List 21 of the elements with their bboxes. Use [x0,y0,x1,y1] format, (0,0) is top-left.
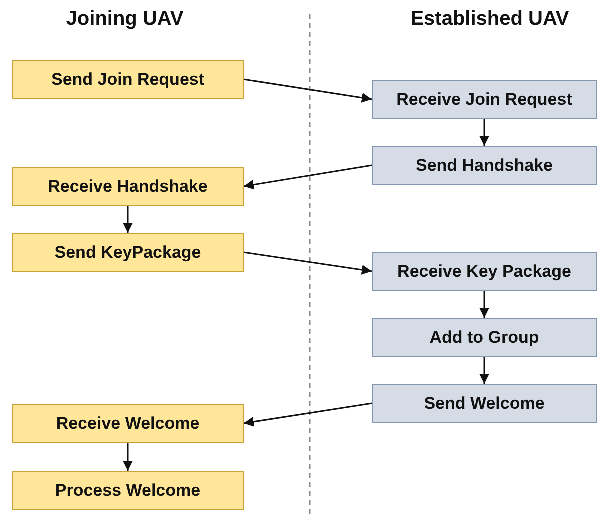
column-heading: Established UAV [410,8,570,31]
arrow [480,119,490,146]
arrow [480,357,490,384]
arrow [244,164,372,190]
arrow [244,402,372,427]
process-box: Receive Join Request [372,80,597,119]
process-box: Send Welcome [372,384,597,423]
process-box: Receive Key Package [372,252,597,291]
process-box: Send Join Request [12,60,244,99]
column-heading: Joining UAV [66,8,184,31]
arrow [244,78,372,103]
process-box: Send Handshake [372,146,597,185]
arrow [480,291,490,318]
process-box: Receive Welcome [12,404,244,443]
arrow [123,443,133,471]
process-box: Receive Handshake [12,167,244,206]
arrow [123,206,133,233]
arrow [244,252,372,275]
process-box: Process Welcome [12,471,244,510]
process-box: Add to Group [372,318,597,357]
process-box: Send KeyPackage [12,233,244,272]
